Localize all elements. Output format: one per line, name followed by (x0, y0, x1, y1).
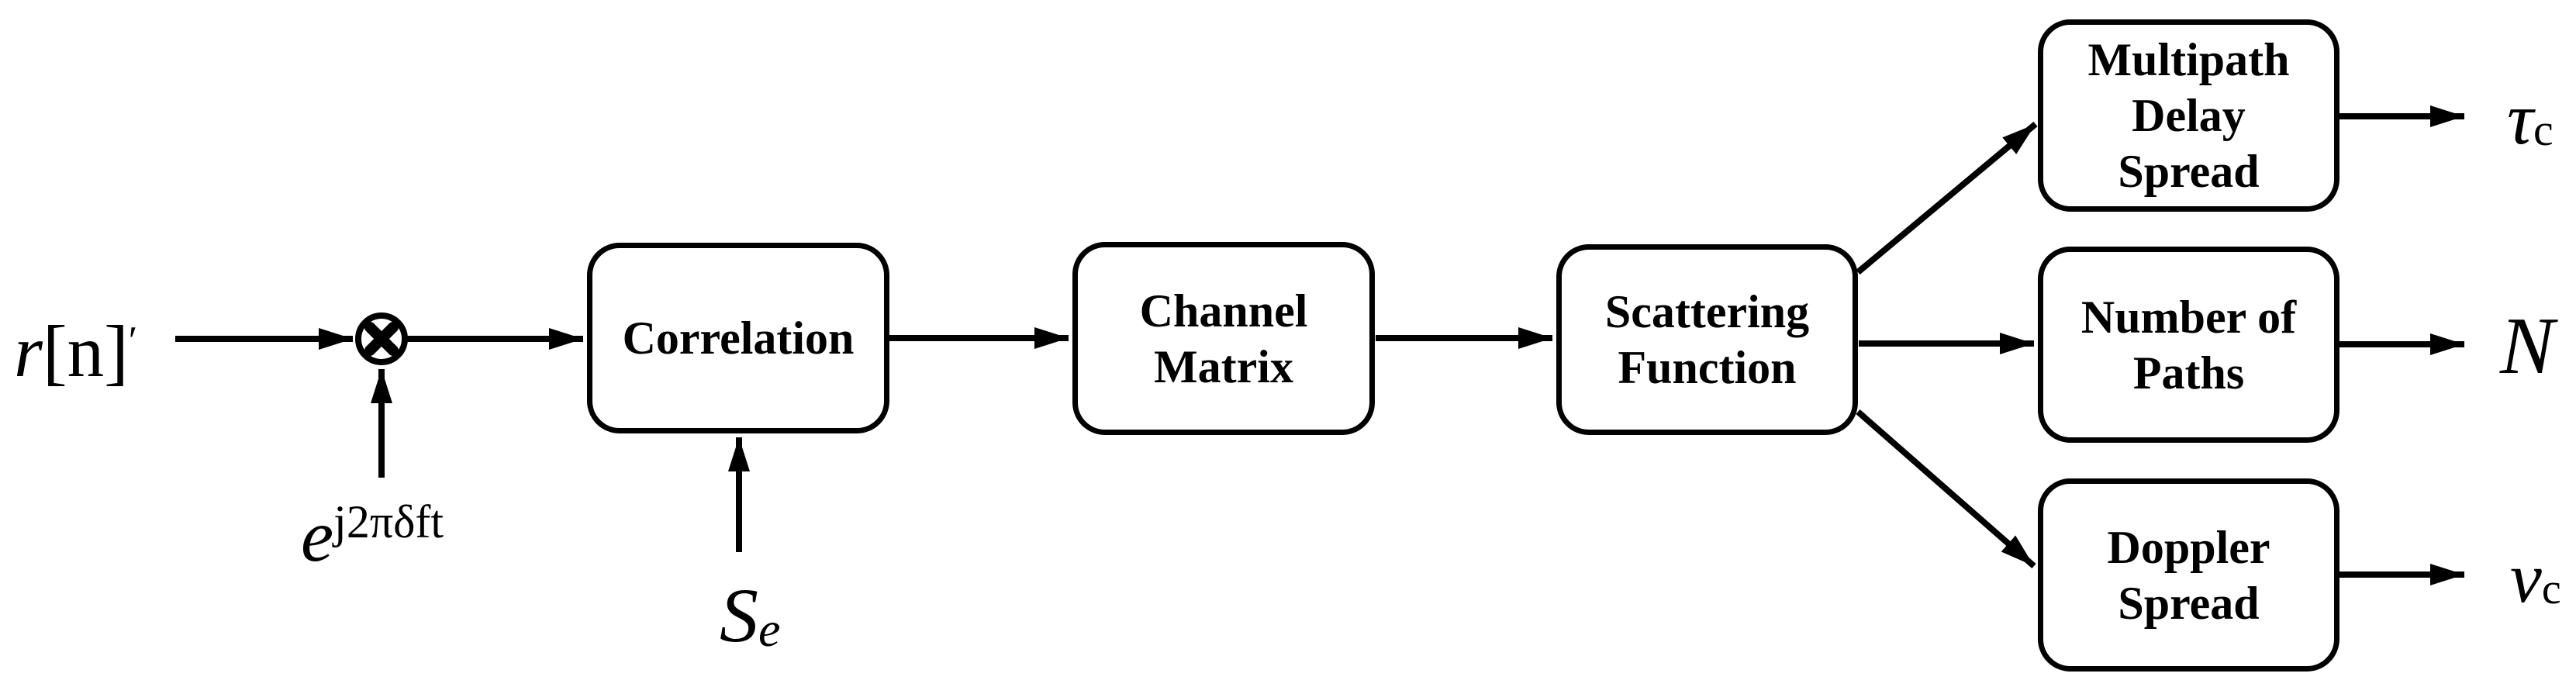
input-signal-base: r (14, 310, 43, 392)
arrow-scattering-to-multipath (1856, 121, 2038, 275)
multipath-line1: Multipath (2087, 34, 2290, 85)
n-base: N (2500, 300, 2555, 391)
number-of-paths-block: Number of Paths (2038, 247, 2339, 443)
multipath-line2: Delay (2132, 90, 2246, 141)
delay-spread-output-label: τc (2507, 76, 2554, 161)
doppler-output-label: vc (2510, 537, 2561, 619)
tau-sub: c (2533, 105, 2554, 155)
channel-matrix-line1: Channel (1139, 285, 1308, 337)
reference-base: S (720, 572, 758, 658)
scattering-function-line1: Scattering (1604, 286, 1810, 337)
v-base: v (2510, 538, 2542, 617)
multiplier-icon (355, 312, 408, 365)
input-signal-prime: ′ (128, 318, 138, 364)
arrow-scattering-to-doppler (1856, 409, 2036, 569)
channel-matrix-line2: Matrix (1154, 340, 1293, 392)
multipath-delay-spread-block: Multipath Delay Spread (2038, 19, 2339, 212)
multipath-line3: Spread (2118, 146, 2260, 197)
reference-sub: e (758, 602, 781, 657)
v-sub: c (2541, 565, 2561, 613)
number-of-paths-line1: Number of (2080, 291, 2297, 343)
tau-base: τ (2507, 78, 2534, 160)
doppler-spread-block: Doppler Spread (2038, 478, 2339, 672)
num-paths-output-label: N (2500, 299, 2554, 392)
correlation-label: Correlation (622, 312, 855, 364)
scattering-function-line2: Function (1618, 342, 1797, 393)
carrier-label: ej2πδft (301, 493, 444, 578)
scattering-function-block: Scattering Function (1556, 244, 1858, 435)
number-of-paths-line2: Paths (2132, 347, 2245, 399)
carrier-exponent: j2πδft (333, 496, 444, 547)
carrier-base: e (301, 495, 334, 577)
input-signal-bracket: [n] (42, 310, 129, 392)
doppler-spread-line2: Spread (2118, 577, 2260, 629)
doppler-spread-line1: Doppler (2107, 521, 2270, 573)
input-signal-label: r[n]′ (14, 309, 137, 394)
channel-matrix-block: Channel Matrix (1072, 242, 1375, 435)
correlation-block: Correlation (587, 243, 889, 433)
reference-signal-label: Se (720, 571, 780, 660)
